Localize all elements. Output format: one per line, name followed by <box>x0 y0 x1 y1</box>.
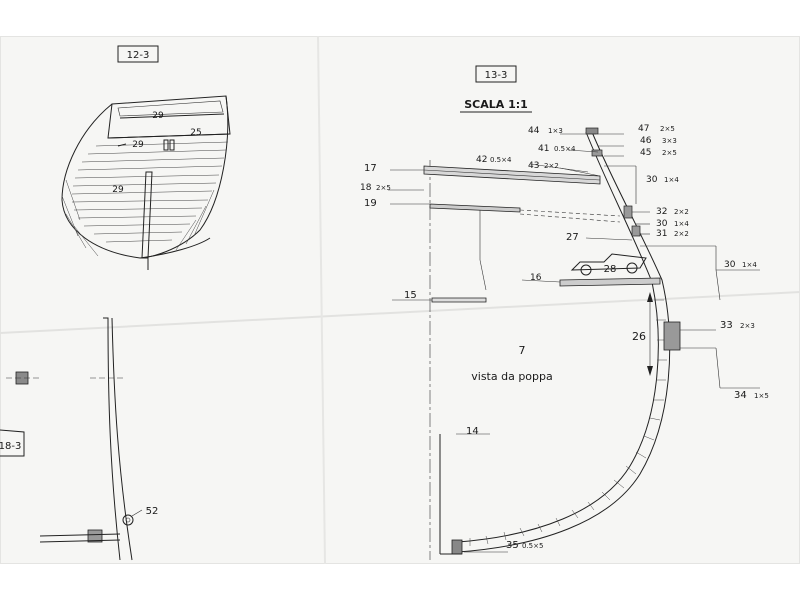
callout-32: 32 <box>656 207 667 217</box>
callout-19: 19 <box>364 198 377 209</box>
callout-47: 47 <box>638 124 649 134</box>
deck-beam-16 <box>559 277 661 287</box>
gun-carriage-28: 28 <box>570 253 647 276</box>
stern-view-13-3: 13-3 SCALA 1:1 <box>360 65 769 560</box>
rudder-detail-view: 18-3 52 <box>0 317 159 561</box>
callout-46: 46 <box>640 136 652 146</box>
callout-30c: 30 <box>724 260 736 270</box>
box-12-3-label: 12-3 <box>127 50 150 61</box>
dim-18: 2×5 <box>376 184 391 192</box>
view-caption: vista da poppa <box>471 370 553 383</box>
callout-44: 44 <box>528 126 540 136</box>
fold-line <box>317 36 326 564</box>
fold-line <box>0 291 800 334</box>
dim-30c: 1×4 <box>742 261 757 269</box>
box-12-3 <box>117 45 159 63</box>
scale-label: SCALA 1:1 <box>464 98 528 111</box>
dim-34: 1×5 <box>754 392 769 400</box>
callout-15: 15 <box>404 290 417 301</box>
view-number: 7 <box>519 344 526 357</box>
deck-beam-19 <box>429 203 521 213</box>
dim-47: 2×5 <box>660 125 675 133</box>
callout-18: 18 <box>360 183 372 193</box>
box-13-3 <box>475 65 517 83</box>
callout-33: 33 <box>720 320 733 331</box>
callout-14: 14 <box>466 426 479 437</box>
part-29-bottom: 29 <box>112 185 124 195</box>
callout-17: 17 <box>364 163 377 174</box>
callout-34: 34 <box>734 390 747 401</box>
part-52: 52 <box>146 506 159 517</box>
callout-41: 41 <box>538 144 549 154</box>
callout-27: 27 <box>566 232 579 243</box>
dim-33: 2×3 <box>740 322 755 330</box>
block-33 <box>663 321 681 351</box>
part-25: 25 <box>190 128 201 138</box>
callout-26: 26 <box>632 330 646 343</box>
callout-31: 31 <box>656 229 667 239</box>
box-18-3-label: 18-3 <box>0 441 21 452</box>
dim-45: 2×5 <box>662 149 677 157</box>
dim-43: 2×2 <box>544 162 559 170</box>
ship-plan-drawing: 12-3 <box>0 36 800 564</box>
dim-32: 2×2 <box>674 208 689 216</box>
dim-35: 0.5×5 <box>522 542 543 550</box>
hull-inner <box>457 131 659 543</box>
dim-41: 0.5×4 <box>554 145 576 153</box>
callout-42: 42 <box>476 155 487 165</box>
callout-16: 16 <box>530 273 542 283</box>
callout-30a: 30 <box>646 175 658 185</box>
dim-31: 2×2 <box>674 230 689 238</box>
callout-30b: 30 <box>656 219 668 229</box>
part-29-top: 29 <box>152 111 164 121</box>
box-13-3-label: 13-3 <box>485 70 508 81</box>
deck-beam-15 <box>431 297 487 303</box>
dim-30a: 1×4 <box>664 176 679 184</box>
svg-text:28: 28 <box>604 264 617 275</box>
callout-43: 43 <box>528 161 539 171</box>
callout-35: 35 <box>506 540 519 551</box>
dim-42: 0.5×4 <box>490 156 512 164</box>
transom-perspective-view: 12-3 <box>61 45 231 270</box>
dim-30b: 1×4 <box>674 220 689 228</box>
dim-44: 1×3 <box>548 127 563 135</box>
dim-46: 3×3 <box>662 137 677 145</box>
part-29-mid: 29 <box>132 140 144 150</box>
callout-45: 45 <box>640 148 651 158</box>
